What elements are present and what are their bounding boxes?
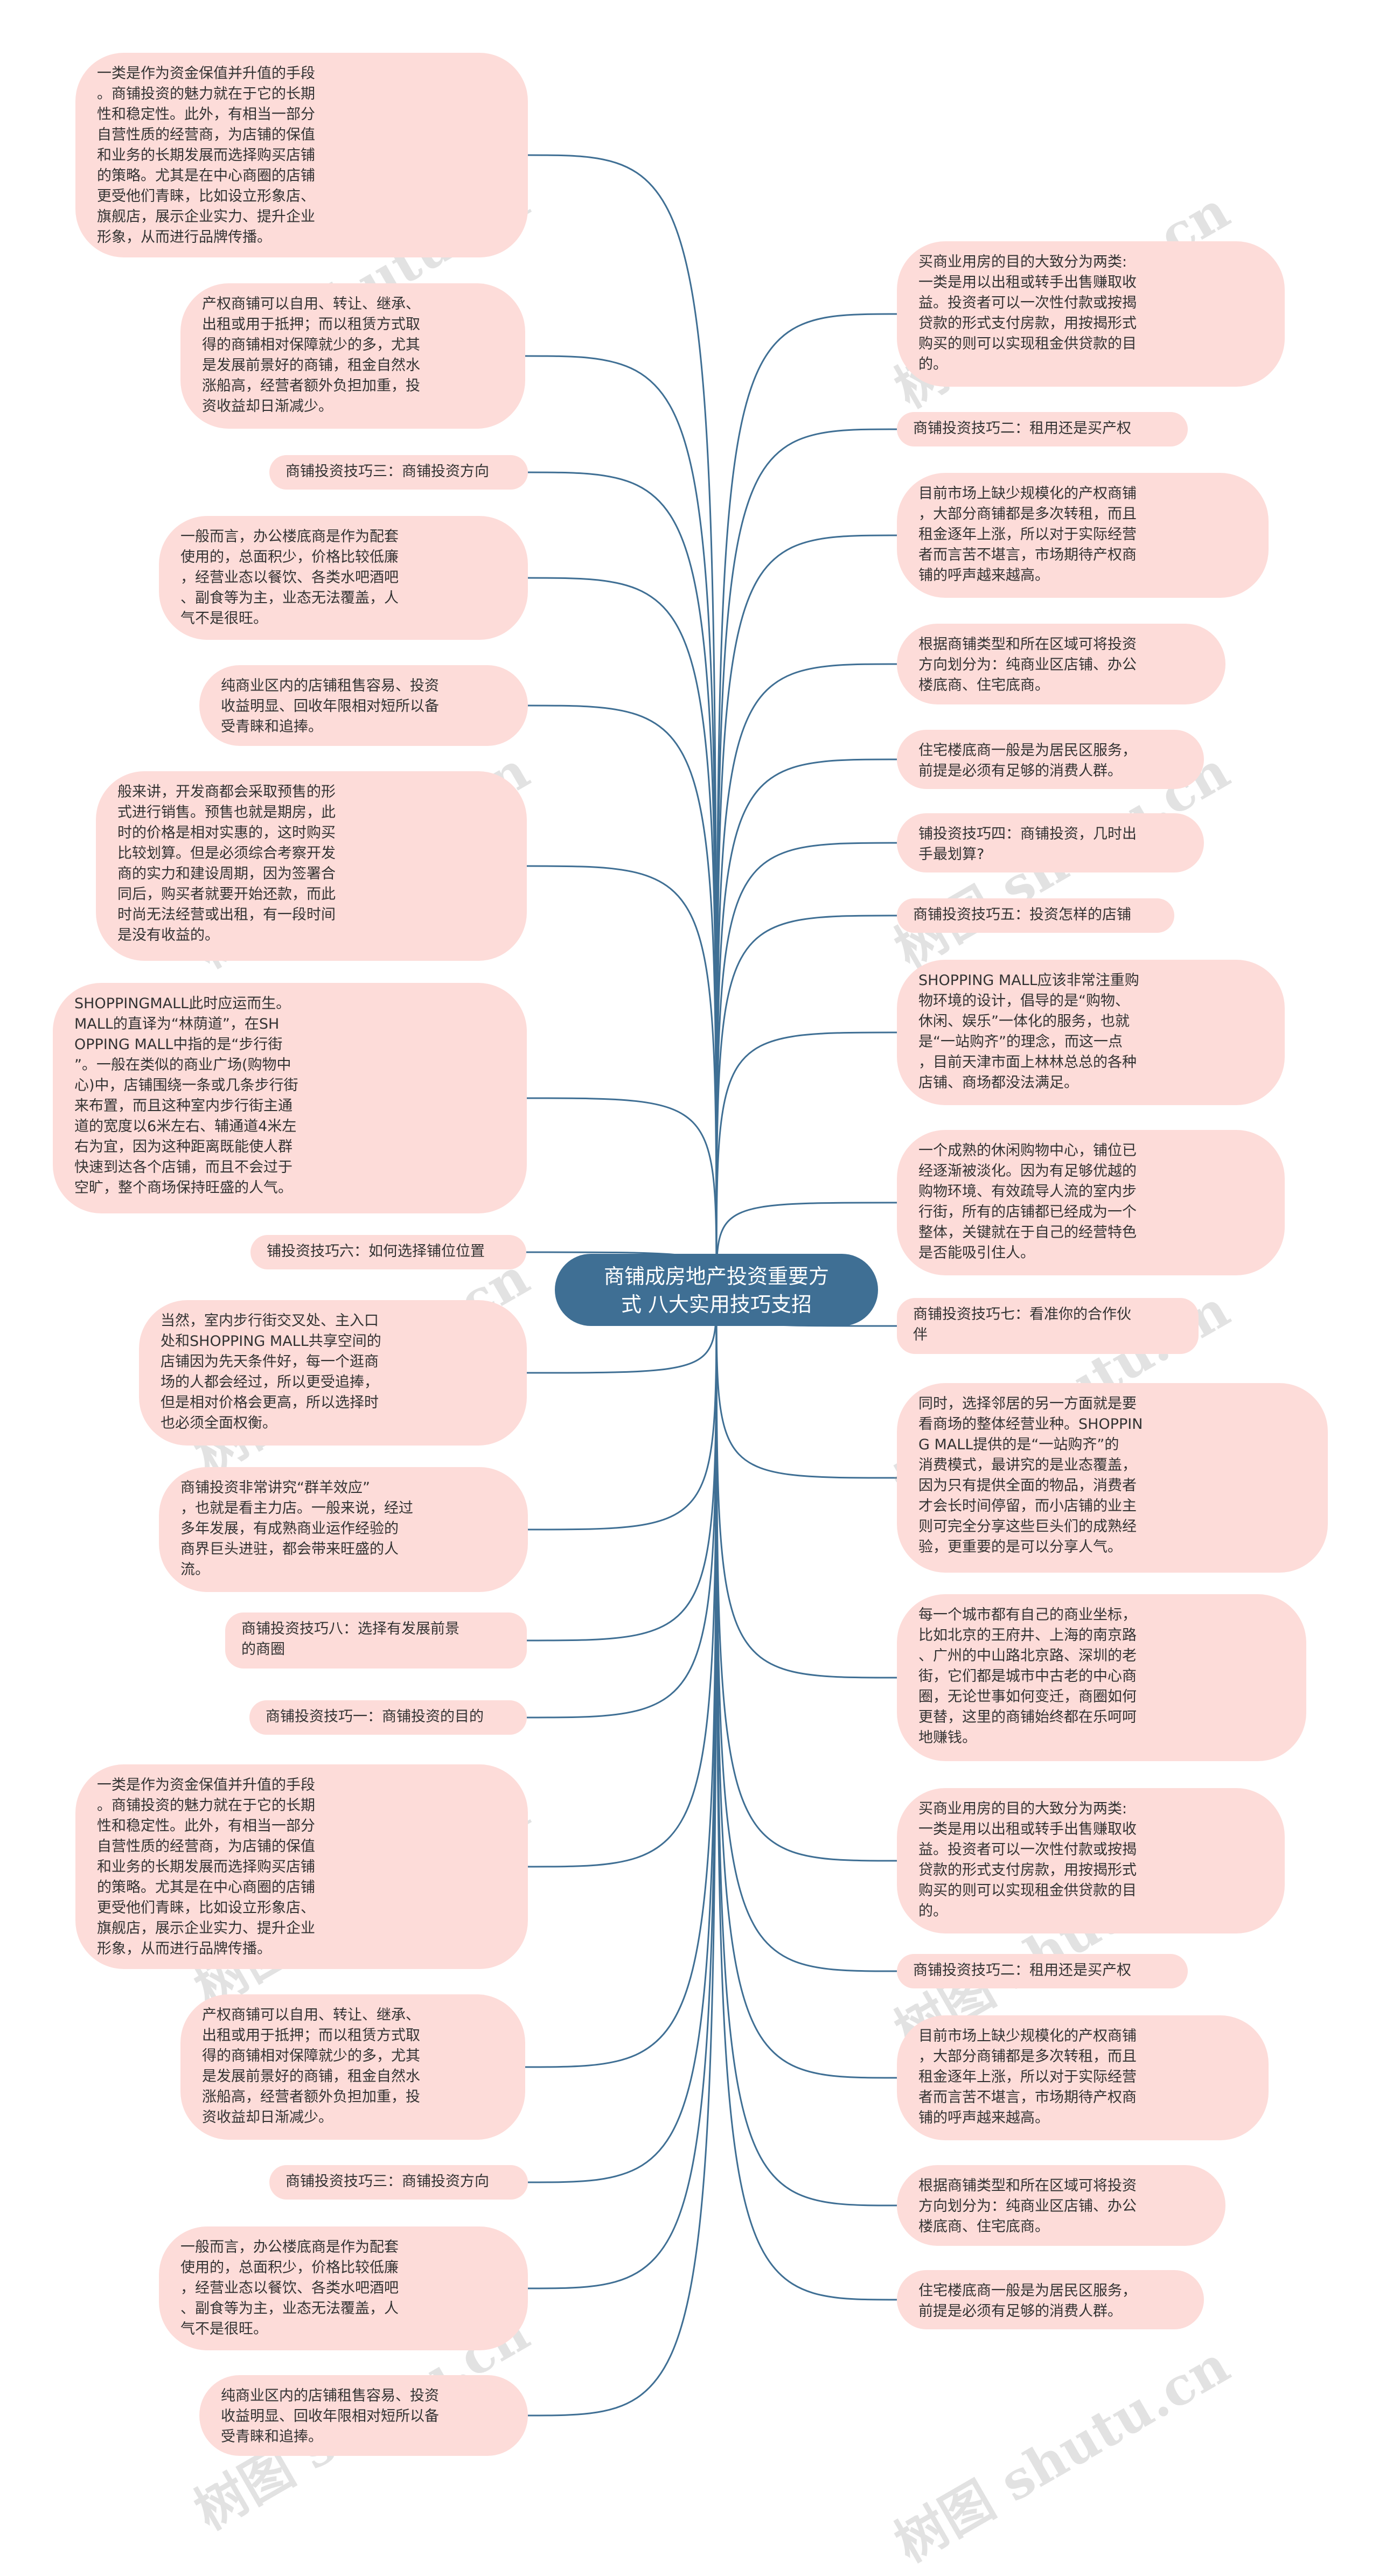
- mindmap-node-left[interactable]: 商铺投资非常讲究“群羊效应” ，也就是看主力店。一般来说，经过 多年发展，有成熟…: [159, 1467, 528, 1592]
- mindmap-node-right[interactable]: 每一个城市都有自己的商业坐标， 比如北京的王府井、上海的南京路 、广州的中山路北…: [897, 1594, 1306, 1761]
- connector-line: [526, 1289, 718, 1642]
- connector-line: [715, 1289, 897, 2079]
- mindmap-node-left[interactable]: 商铺投资技巧八：选择有发展前景 的商圈: [225, 1612, 527, 1669]
- connector-line: [527, 577, 718, 1290]
- connector-line: [527, 1289, 718, 1868]
- mindmap-node-left[interactable]: 一般而言，办公楼底商是作为配套 使用的，总面积少，价格比较低廉 ，经营业态以餐饮…: [159, 516, 528, 640]
- connector-line: [527, 1289, 718, 2289]
- mindmap-node-left[interactable]: 一般而言，办公楼底商是作为配套 使用的，总面积少，价格比较低廉 ，经营业态以餐饮…: [159, 2226, 528, 2350]
- mindmap-node-left[interactable]: 纯商业区内的店铺租售容易、投资 收益明显、回收年限相对短所以备 受青睐和追捧。: [199, 665, 528, 746]
- mindmap-node-right[interactable]: 根据商铺类型和所在区域可将投资 方向划分为：纯商业区店铺、办公 楼底商、住宅底商…: [897, 624, 1225, 704]
- root-topic[interactable]: 商铺成房地产投资重要方 式 八大实用技巧支招: [555, 1254, 878, 1326]
- connector-line: [525, 355, 718, 1290]
- mindmap-node-right[interactable]: 住宅楼底商一般是为居民区服务， 前提是必须有足够的消费人群。: [897, 730, 1204, 789]
- connector-line: [715, 914, 897, 1290]
- connector-line: [715, 534, 897, 1290]
- mindmap-node-right[interactable]: 根据商铺类型和所在区域可将投资 方向划分为：纯商业区店铺、办公 楼底商、住宅底商…: [897, 2165, 1225, 2246]
- mindmap-node-left[interactable]: SHOPPINGMALL此时应运而生。 MALL的直译为“林荫道”，在SH OP…: [53, 983, 527, 1213]
- mindmap-node-left[interactable]: 商铺投资技巧三：商铺投资方向: [269, 455, 528, 490]
- mindmap-node-left[interactable]: 商铺投资技巧一：商铺投资的目的: [249, 1700, 527, 1735]
- connector-line: [715, 1289, 897, 1972]
- mindmap-node-left[interactable]: 般来讲，开发商都会采取预售的形 式进行销售。预售也就是期房，此 时的价格是相对实…: [96, 771, 527, 961]
- mindmap-node-right[interactable]: 商铺投资技巧二：租用还是买产权: [897, 1954, 1188, 1988]
- mindmap-node-left[interactable]: 纯商业区内的店铺租售容易、投资 收益明显、回收年限相对短所以备 受青睐和追捧。: [199, 2375, 528, 2456]
- connector-line: [715, 1289, 897, 2207]
- mindmap-node-left[interactable]: 当然，室内步行街交叉处、主入口 处和SHOPPING MALL共享空间的 店铺因…: [139, 1300, 527, 1446]
- mindmap-node-left[interactable]: 铺投资技巧六：如何选择铺位位置: [250, 1235, 526, 1269]
- mindmap-node-right[interactable]: 住宅楼底商一般是为居民区服务， 前提是必须有足够的消费人群。: [897, 2270, 1204, 2329]
- connector-line: [715, 1289, 897, 1862]
- connector-line: [715, 428, 897, 1290]
- mindmap-node-right[interactable]: 商铺投资技巧二：租用还是买产权: [897, 412, 1188, 446]
- mindmap-node-right[interactable]: 商铺投资技巧五：投资怎样的店铺: [897, 898, 1174, 933]
- connector-line: [715, 842, 897, 1290]
- connector-line: [527, 471, 718, 1290]
- mindmap-node-left[interactable]: 一类是作为资金保值并升值的手段 。商铺投资的魅力就在于它的长期 性和稳定性。此外…: [75, 1764, 528, 1969]
- connector-line: [526, 1289, 718, 1719]
- mindmap-node-right[interactable]: 同时，选择邻居的另一方面就是要 看商场的整体经营业种。SHOPPIN G MAL…: [897, 1383, 1328, 1573]
- mindmap-node-left[interactable]: 产权商铺可以自用、转让、继承、 出租或用于抵押；而以租赁方式取 得的商铺相对保障…: [180, 283, 525, 429]
- mindmap-node-left[interactable]: 产权商铺可以自用、转让、继承、 出租或用于抵押；而以租赁方式取 得的商铺相对保障…: [180, 1994, 525, 2140]
- connector-line: [715, 758, 897, 1290]
- mindmap-node-right[interactable]: SHOPPING MALL应该非常注重购 物环境的设计，倡导的是“购物、 休闲、…: [897, 960, 1285, 1105]
- mindmap-node-left[interactable]: 商铺投资技巧三：商铺投资方向: [269, 2165, 528, 2200]
- mindmap-node-right[interactable]: 一个成熟的休闲购物中心，铺位已 经逐渐被淡化。因为有足够优越的 购物环境、有效疏…: [897, 1130, 1285, 1275]
- mindmap-node-right[interactable]: 目前市场上缺少规模化的产权商铺 ，大部分商铺都是多次转租，而且 租金逐年上涨，所…: [897, 473, 1269, 598]
- connector-line: [715, 1031, 897, 1290]
- connector-line: [527, 704, 718, 1290]
- connector-line: [715, 1289, 897, 1679]
- connector-line: [527, 154, 718, 1290]
- mindmap-node-right[interactable]: 铺投资技巧四：商铺投资，几时出 手最划算?: [897, 813, 1204, 872]
- connector-line: [715, 663, 897, 1290]
- mindmap-node-right[interactable]: 买商业用房的目的大致分为两类: 一类是用以出租或转手出售赚取收 益。投资者可以一…: [897, 241, 1285, 387]
- connector-line: [526, 865, 718, 1290]
- mindmap-node-right[interactable]: 买商业用房的目的大致分为两类: 一类是用以出租或转手出售赚取收 益。投资者可以一…: [897, 1788, 1285, 1933]
- connector-line: [527, 1289, 718, 2183]
- mindmap-node-right[interactable]: 目前市场上缺少规模化的产权商铺 ，大部分商铺都是多次转租，而且 租金逐年上涨，所…: [897, 2015, 1269, 2140]
- connector-line: [525, 1289, 718, 2068]
- connector-lines: [525, 154, 897, 2417]
- mindmap-node-right[interactable]: 商铺投资技巧七：看准你的合作伙 伴: [897, 1298, 1199, 1354]
- connector-line: [527, 1289, 718, 2417]
- connector-line: [715, 313, 897, 1290]
- connector-line: [715, 1289, 897, 2301]
- mindmap-node-left[interactable]: 一类是作为资金保值并升值的手段 。商铺投资的魅力就在于它的长期 性和稳定性。此外…: [75, 53, 528, 257]
